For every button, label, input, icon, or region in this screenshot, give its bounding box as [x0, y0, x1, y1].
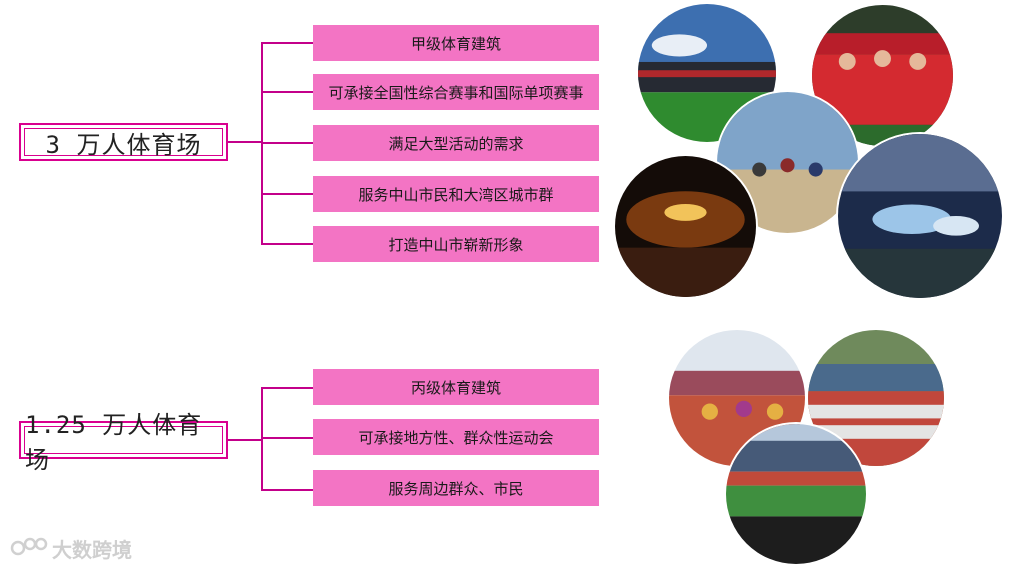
feature-box: 可承接全国性综合赛事和国际单项赛事 [313, 74, 599, 110]
feature-box: 服务周边群众、市民 [313, 470, 599, 506]
connector-line [228, 141, 262, 143]
watermark: 大数跨境 [10, 534, 132, 563]
connector-branch [261, 193, 313, 195]
connector-branch [261, 489, 313, 491]
connector-branch [261, 437, 313, 439]
watermark-logo-icon [10, 534, 48, 563]
watermark-text: 大数跨境 [52, 534, 132, 563]
section1-title-box: 3 万人体育场 [19, 123, 228, 161]
feature-box: 甲级体育建筑 [313, 25, 599, 61]
connector-branch [261, 387, 313, 389]
section2-title: 1.25 万人体育场 [24, 426, 223, 454]
connector-trunk [261, 387, 263, 491]
feature-box: 可承接地方性、群众性运动会 [313, 419, 599, 455]
connector-branch [261, 142, 313, 144]
feature-box: 丙级体育建筑 [313, 369, 599, 405]
feature-box: 打造中山市崭新形象 [313, 226, 599, 262]
night-concert-photo [613, 154, 758, 299]
connector-branch [261, 42, 313, 44]
stadium-field-photo [724, 422, 868, 566]
connector-branch [261, 91, 313, 93]
section2-title-box: 1.25 万人体育场 [19, 421, 228, 459]
stadium-aerial-night-photo [836, 132, 1004, 300]
connector-line [228, 439, 262, 441]
section1-title: 3 万人体育场 [24, 128, 223, 156]
connector-branch [261, 243, 313, 245]
feature-box: 满足大型活动的需求 [313, 125, 599, 161]
feature-box: 服务中山市民和大湾区城市群 [313, 176, 599, 212]
